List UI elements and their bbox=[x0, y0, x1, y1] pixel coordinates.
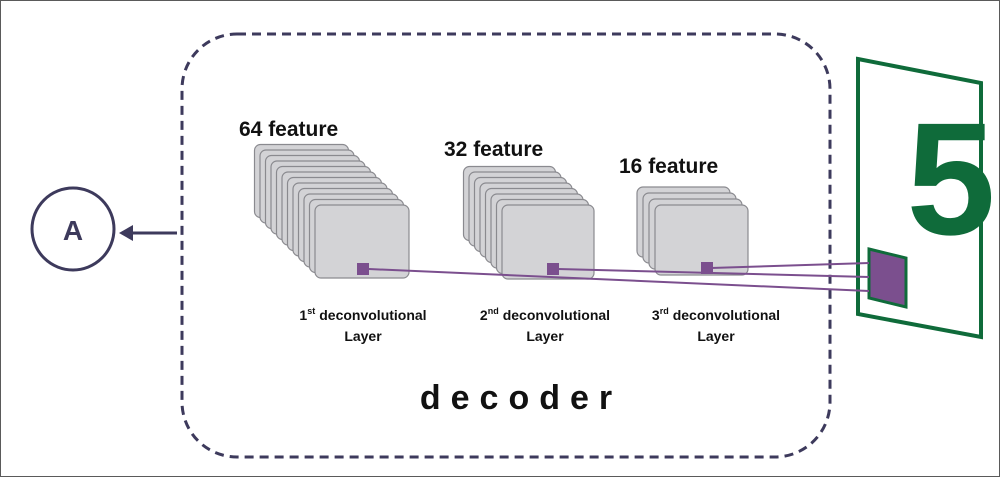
layer-3-ordinal-suffix: rd bbox=[660, 306, 669, 316]
layer-3-name: deconvolutional bbox=[673, 307, 780, 323]
layer-2-ordinal-suffix: nd bbox=[488, 306, 499, 316]
layer-1-feature-title: 64 feature bbox=[239, 118, 338, 141]
input-node: A bbox=[30, 186, 116, 272]
layer-1-ordinal-suffix: st bbox=[307, 306, 315, 316]
feature-map-stack-32 bbox=[462, 165, 595, 280]
layer-2-highlight-square bbox=[547, 263, 559, 275]
feature-map-stack-16 bbox=[636, 186, 749, 276]
layer-3-caption-line1: 3rd deconvolutional bbox=[652, 306, 780, 323]
layer-1-ordinal: 1 bbox=[299, 307, 307, 323]
layer-3-highlight-square bbox=[701, 262, 713, 274]
decoder-label: decoder bbox=[420, 379, 622, 417]
layer-2-feature-title: 32 feature bbox=[444, 138, 543, 161]
connection-line-3 bbox=[710, 262, 870, 269]
layer-2-caption-line2: Layer bbox=[526, 328, 564, 344]
input-node-label: A bbox=[63, 215, 83, 246]
layer-1-caption: 1st deconvolutional Layer bbox=[299, 306, 426, 344]
layer-2-ordinal: 2 bbox=[480, 307, 488, 323]
layer-1-caption-line2: Layer bbox=[344, 328, 382, 344]
output-digit: 5 bbox=[907, 89, 996, 268]
output-image: 5 bbox=[856, 56, 996, 340]
layer-3-feature-map bbox=[654, 204, 749, 276]
output-arrow bbox=[119, 225, 177, 241]
layer-1-highlight-square bbox=[357, 263, 369, 275]
layer-1-feature-map bbox=[314, 204, 410, 279]
arrow-head bbox=[119, 225, 133, 241]
layer-3-feature-title: 16 feature bbox=[619, 155, 718, 178]
layer-1-name: deconvolutional bbox=[319, 307, 426, 323]
decoder-boundary bbox=[180, 32, 832, 459]
layer-3-caption: 3rd deconvolutional Layer bbox=[652, 306, 780, 344]
layer-1-caption-line1: 1st deconvolutional bbox=[299, 306, 426, 323]
layer-2-feature-map bbox=[501, 204, 595, 280]
layer-2-name: deconvolutional bbox=[503, 307, 610, 323]
connection-line-2 bbox=[557, 268, 870, 278]
output-receptive-field bbox=[867, 247, 908, 309]
layer-2-caption-line1: 2nd deconvolutional bbox=[480, 306, 610, 323]
connection-line-1 bbox=[368, 268, 870, 292]
layer-2-caption: 2nd deconvolutional Layer bbox=[480, 306, 610, 344]
input-node-circle bbox=[30, 186, 116, 272]
feature-map-stack-64 bbox=[253, 143, 410, 279]
layer-3-ordinal: 3 bbox=[652, 307, 660, 323]
connection-lines bbox=[368, 262, 870, 292]
layer-3-caption-line2: Layer bbox=[697, 328, 735, 344]
